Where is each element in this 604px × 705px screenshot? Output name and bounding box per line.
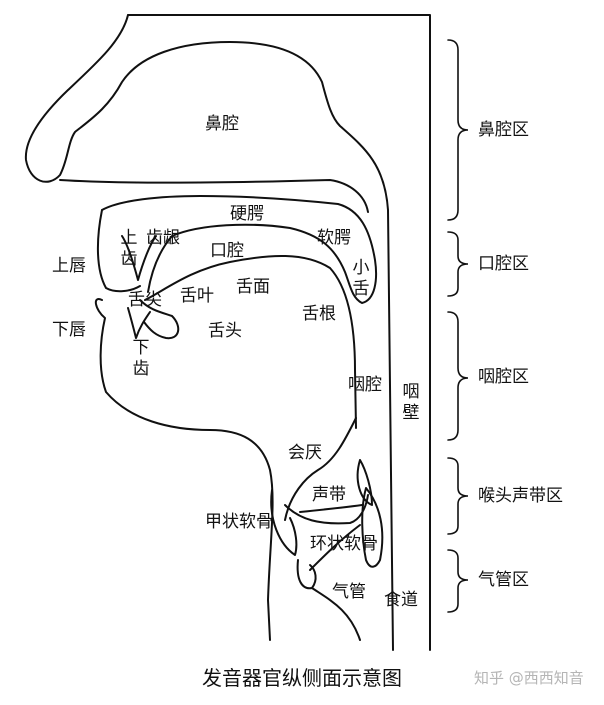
- label-alveolar-ridge: 齿龈: [146, 228, 180, 248]
- label-lower-lip: 下唇: [52, 320, 86, 340]
- arytenoid-outline: [356, 459, 373, 506]
- label-tongue-body: 舌头: [208, 321, 242, 341]
- label-tongue-blade: 舌叶: [180, 286, 214, 306]
- region-trachea: 气管区: [478, 570, 529, 590]
- label-epiglottis: 会厌: [288, 443, 322, 463]
- vocal-cord-arrow: [299, 504, 363, 513]
- upper-teeth-outline: [121, 235, 157, 281]
- bracket-larynx: [447, 457, 469, 535]
- head-top-outline: [127, 14, 431, 651]
- larynx-outline: [284, 494, 369, 525]
- upper-lip-outline: [101, 195, 378, 304]
- lower-teeth-outline: [127, 307, 151, 339]
- watermark: 知乎 @西西知音: [474, 669, 584, 687]
- label-oral-cavity: 口腔: [210, 241, 244, 261]
- tongue-outline: [144, 254, 357, 429]
- label-tongue-tip: 舌尖: [128, 290, 162, 310]
- bracket-trachea: [447, 549, 469, 613]
- label-nasal-cavity: 鼻腔: [205, 114, 239, 134]
- label-esophagus: 食道: [384, 590, 418, 610]
- label-thyroid-cartilage: 甲状软骨: [205, 512, 273, 532]
- region-larynx: 喉头声带区: [478, 486, 563, 506]
- label-trachea: 气管: [332, 582, 366, 602]
- label-vocal-cords: 声带: [312, 485, 346, 505]
- cricoid-outline: [361, 487, 384, 568]
- region-nasal: 鼻腔区: [478, 120, 529, 140]
- trachea-line: [311, 587, 361, 641]
- label-upper-teeth: 上 齿: [120, 228, 138, 269]
- nose-outline: [24, 14, 394, 651]
- lower-lip-outline: [94, 298, 274, 641]
- epiglottis-outline: [284, 417, 357, 521]
- label-tongue-surface: 舌面: [236, 277, 270, 297]
- thyroid-outline: [270, 489, 298, 556]
- label-pharyngeal-wall: 咽 壁: [402, 382, 420, 423]
- label-uvula: 小 舌: [352, 258, 370, 299]
- region-oral: 口腔区: [478, 254, 529, 274]
- bracket-pharynx: [447, 311, 469, 441]
- label-hard-palate: 硬腭: [230, 204, 264, 224]
- label-soft-palate: 软腭: [317, 228, 351, 248]
- label-cricoid-cartilage: 环状软骨: [310, 534, 378, 554]
- diagram-caption: 发音器官纵侧面示意图: [202, 666, 402, 690]
- nasal-floor-line: [59, 179, 369, 213]
- bracket-nasal: [447, 39, 469, 221]
- label-upper-lip: 上唇: [52, 256, 86, 276]
- upper-lip-front: [96, 209, 141, 293]
- label-tongue-root: 舌根: [302, 304, 336, 324]
- tongue-tip-outline: [139, 299, 180, 340]
- cricoid-arrow: [309, 524, 361, 571]
- trachea-front: [296, 559, 317, 590]
- bracket-oral: [447, 231, 469, 297]
- label-lower-teeth: 下 齿: [132, 338, 150, 379]
- label-pharynx: 咽腔: [348, 375, 382, 395]
- region-pharynx: 咽腔区: [478, 367, 529, 387]
